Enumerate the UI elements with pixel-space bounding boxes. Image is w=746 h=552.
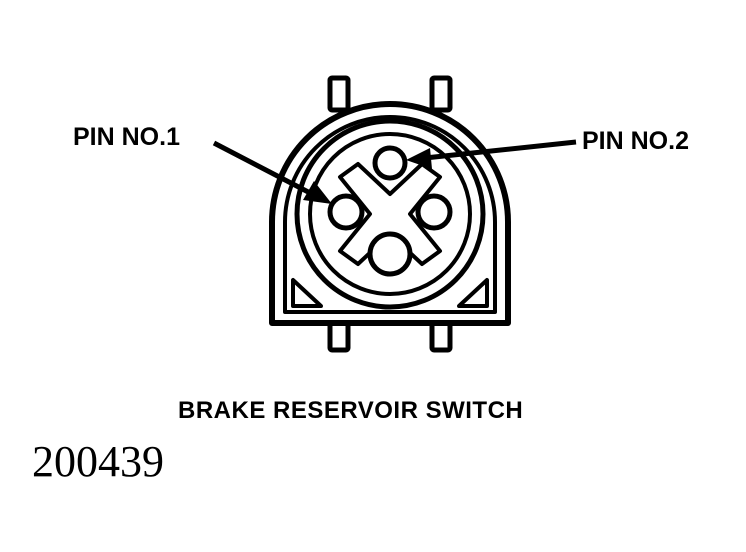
pin-2-leader	[406, 139, 577, 169]
connector-housing-inner	[283, 115, 497, 314]
connector-housing-outer	[269, 101, 511, 326]
pin-4-socket	[367, 231, 413, 277]
left-key-triangle	[291, 278, 323, 308]
connector-inner-ring	[308, 132, 472, 296]
pin-1-label: PIN NO.1	[73, 123, 180, 151]
pin-2-socket	[372, 145, 408, 181]
figure-number: 200439	[32, 437, 164, 486]
x-shaped-divider	[338, 162, 442, 266]
pin-1-socket	[327, 193, 365, 231]
connector-outer-ring	[294, 118, 486, 310]
pin-2-label: PIN NO.2	[582, 127, 689, 155]
top-mounting-tabs	[327, 75, 453, 113]
pin-1-leader	[212, 140, 332, 204]
diagram-caption: BRAKE RESERVOIR SWITCH	[178, 397, 523, 424]
right-key-triangle	[457, 278, 489, 308]
connector-illustration	[269, 75, 511, 353]
pin-3-socket	[415, 193, 453, 231]
